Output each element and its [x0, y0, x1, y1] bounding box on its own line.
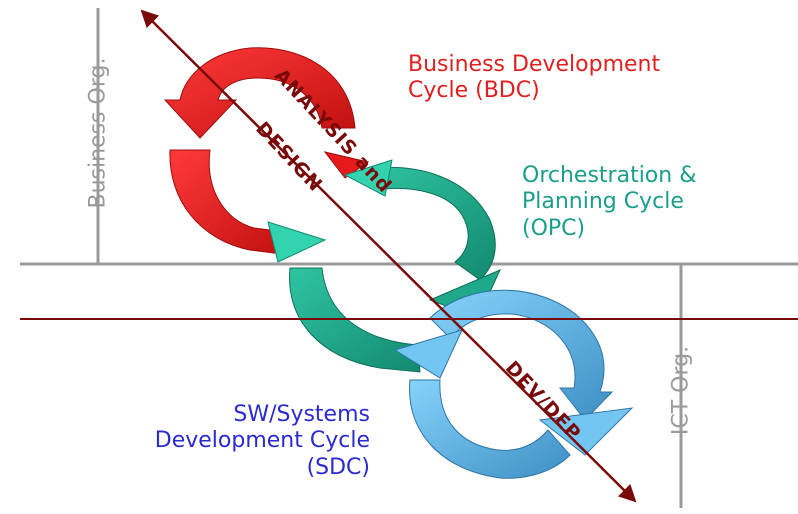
opc-label-line-3: (OPC)	[522, 215, 586, 241]
opc-label-line-2: Planning Cycle	[522, 189, 684, 215]
sdc-label-line-1: SW/Systems	[233, 402, 370, 427]
ict-org-label: ICT Org.	[668, 345, 694, 436]
bdc-label-line-1: Business Development	[408, 52, 661, 77]
bdc-label: Business Development Cycle (BDC)	[408, 52, 728, 105]
sdc-upper-arrow	[429, 289, 614, 421]
sdc-label: SW/Systems Development Cycle (SDC)	[150, 402, 370, 481]
bdc-label-line-2: Cycle (BDC)	[408, 78, 540, 104]
opc-label-line-1: Orchestration &	[522, 163, 697, 188]
sdc-label-line-2: Development Cycle	[154, 428, 370, 454]
sdc-label-line-3: (SDC)	[306, 454, 370, 480]
opc-label: Orchestration & Planning Cycle (OPC)	[522, 163, 782, 242]
bdc-lower-arrowhead	[267, 221, 327, 263]
bdc-cycle-arrows	[163, 47, 370, 263]
business-org-label: Business Org.	[85, 57, 111, 209]
diagonal-lifecycle-arrow	[140, 9, 637, 503]
